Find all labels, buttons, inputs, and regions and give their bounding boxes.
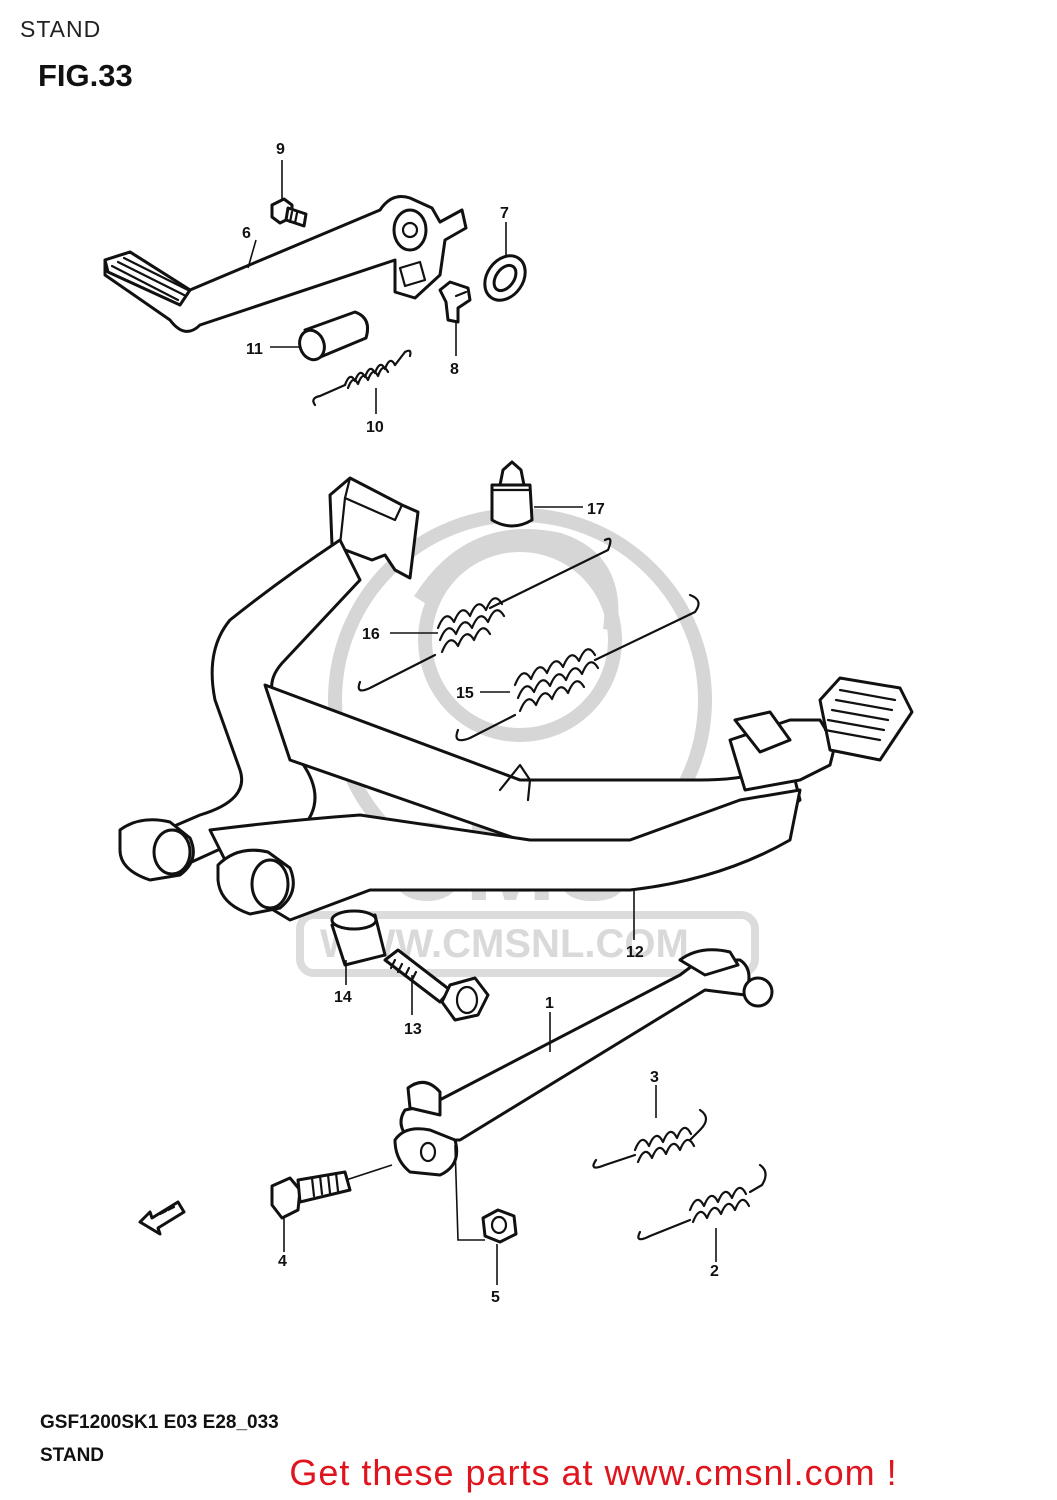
promo-link[interactable]: Get these parts at www.cmsnl.com ! [289, 1452, 898, 1493]
part-17-stopper [490, 460, 534, 528]
label-17: 17 [587, 501, 605, 518]
part-12-center-stand [118, 476, 914, 922]
label-10: 10 [366, 419, 384, 436]
label-13: 13 [404, 1021, 422, 1038]
label-4: 4 [278, 1253, 287, 1270]
part-8-clip [438, 280, 472, 324]
part-5-nut [481, 1208, 518, 1244]
part-13-bolt [383, 948, 490, 1022]
part-7-washer [483, 254, 527, 302]
label-16: 16 [362, 626, 380, 643]
part-9-bolt [270, 197, 308, 228]
label-2: 2 [710, 1263, 719, 1280]
figure-number: FIG.33 [38, 58, 133, 93]
label-12: 12 [626, 944, 644, 961]
label-3: 3 [650, 1069, 659, 1086]
model-code: GSF1200SK1 E03 E28_033 [40, 1412, 279, 1433]
section-header: STAND [20, 16, 102, 42]
part-4-bolt [270, 1170, 352, 1220]
label-6: 6 [242, 225, 251, 242]
fwd-arrow-icon [138, 1200, 186, 1236]
part-14-bush [330, 909, 387, 967]
label-1: 1 [545, 995, 554, 1012]
part-11-bush [298, 310, 370, 362]
callout-labels: 9 6 7 8 11 10 17 16 15 12 14 13 1 3 4 2 … [242, 141, 719, 1306]
part-16-spring [357, 537, 612, 692]
footer-section: STAND [40, 1445, 105, 1466]
part-1-side-stand [393, 948, 774, 1177]
promo-banner[interactable]: Get these parts at www.cmsnl.com ! [0, 1452, 1057, 1494]
part-2-spring [637, 1163, 767, 1241]
part-10-spring [312, 349, 412, 407]
label-11: 11 [246, 341, 263, 358]
label-7: 7 [500, 205, 509, 222]
part-15-spring [455, 593, 700, 742]
label-5: 5 [491, 1289, 500, 1306]
label-8: 8 [450, 361, 459, 378]
part-6-brake-pedal [103, 195, 468, 333]
label-15: 15 [456, 685, 474, 702]
part-3-spring [592, 1108, 708, 1169]
label-9: 9 [276, 141, 285, 158]
leader-lines [247, 160, 717, 1285]
label-14: 14 [334, 989, 352, 1006]
